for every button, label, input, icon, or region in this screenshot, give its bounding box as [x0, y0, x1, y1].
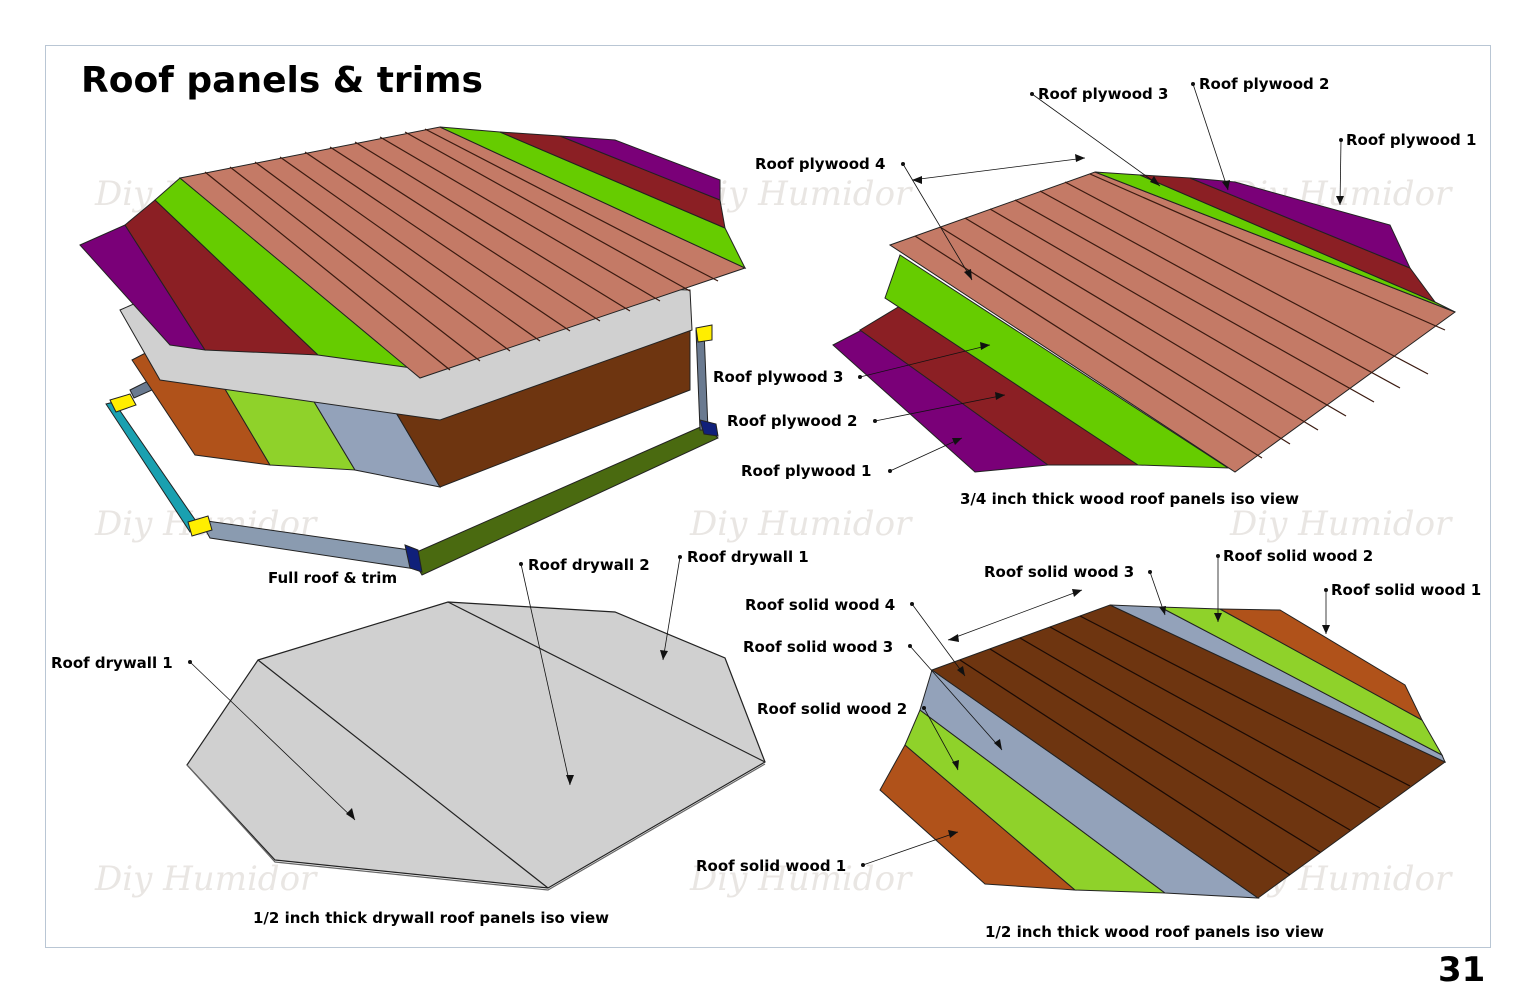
label-roof-plywood-1-top: Roof plywood 1	[1346, 131, 1477, 149]
watermark: Diy Humidor	[1229, 504, 1453, 544]
leader-dots	[188, 82, 1343, 867]
caption-drywall-view: 1/2 inch thick drywall roof panels iso v…	[253, 909, 609, 927]
label-roof-solid-wood-1-top: Roof solid wood 1	[1331, 581, 1482, 599]
solid-wood-grooves	[959, 615, 1411, 876]
leader-lines	[189, 83, 1342, 866]
plywood-3-panel	[884, 254, 1230, 469]
label-roof-solid-wood-1-left: Roof solid wood 1	[696, 857, 847, 875]
label-roof-plywood-3-top: Roof plywood 3	[1038, 85, 1169, 103]
full-plywood-grooves	[204, 128, 719, 371]
watermark: Diy Humidor	[689, 504, 913, 544]
label-roof-solid-wood-2-top: Roof solid wood 2	[1223, 547, 1374, 565]
trim-yellow-corner	[109, 393, 137, 413]
label-roof-solid-wood-4: Roof solid wood 4	[745, 596, 896, 614]
label-roof-plywood-1-left: Roof plywood 1	[741, 462, 872, 480]
leader-arrowheads	[346, 154, 1344, 838]
caption-solid-wood-view: 1/2 inch thick wood roof panels iso view	[985, 923, 1325, 941]
full-plywood-purple-r	[559, 135, 721, 201]
trim-navy-corner	[699, 419, 719, 437]
drywall-seam	[447, 601, 766, 763]
watermark: Diy Humidor	[689, 174, 913, 214]
drywall-panels-view	[186, 601, 766, 891]
caption-plywood-view: 3/4 inch thick wood roof panels iso view	[960, 490, 1300, 508]
watermark: Diy Humidor	[94, 859, 318, 899]
label-roof-plywood-4: Roof plywood 4	[755, 155, 886, 173]
caption-full-roof: Full roof & trim	[268, 569, 398, 587]
trim-yellow-corner	[695, 324, 713, 343]
label-roof-plywood-2-left: Roof plywood 2	[727, 412, 858, 430]
label-roof-drywall-2: Roof drywall 2	[528, 556, 650, 574]
label-roof-solid-wood-3-top: Roof solid wood 3	[984, 563, 1135, 581]
solid-wood-1-right	[1219, 608, 1424, 722]
trim-yellow-corner	[187, 515, 213, 537]
solid-wood-panels-view	[879, 604, 1446, 899]
plywood-1-right	[1189, 177, 1411, 269]
label-roof-solid-wood-2-left: Roof solid wood 2	[757, 700, 908, 718]
plywood-grooves	[914, 173, 1446, 459]
trim-navy-corner	[404, 544, 423, 573]
label-roof-solid-wood-3-left: Roof solid wood 3	[743, 638, 894, 656]
watermark-group: Diy Humidor Diy Humidor Diy Humidor Diy …	[94, 174, 1453, 899]
full-roof-assembly	[79, 126, 747, 576]
label-roof-drywall-1-left: Roof drywall 1	[51, 654, 173, 672]
trim-right-post	[695, 329, 709, 431]
watermark: Diy Humidor	[689, 859, 913, 899]
label-roof-plywood-3-left: Roof plywood 3	[713, 368, 844, 386]
drywall-edge	[186, 763, 766, 891]
drywall-seam	[257, 659, 549, 889]
page-title: Roof panels & trims	[81, 60, 483, 101]
page-frame	[45, 45, 1491, 948]
label-roof-drywall-1-top: Roof drywall 1	[687, 548, 809, 566]
page-number: 31	[1438, 950, 1486, 990]
label-roof-plywood-2-top: Roof plywood 2	[1199, 75, 1330, 93]
drywall-octagon	[186, 601, 766, 889]
plywood-panels-view	[832, 171, 1457, 473]
